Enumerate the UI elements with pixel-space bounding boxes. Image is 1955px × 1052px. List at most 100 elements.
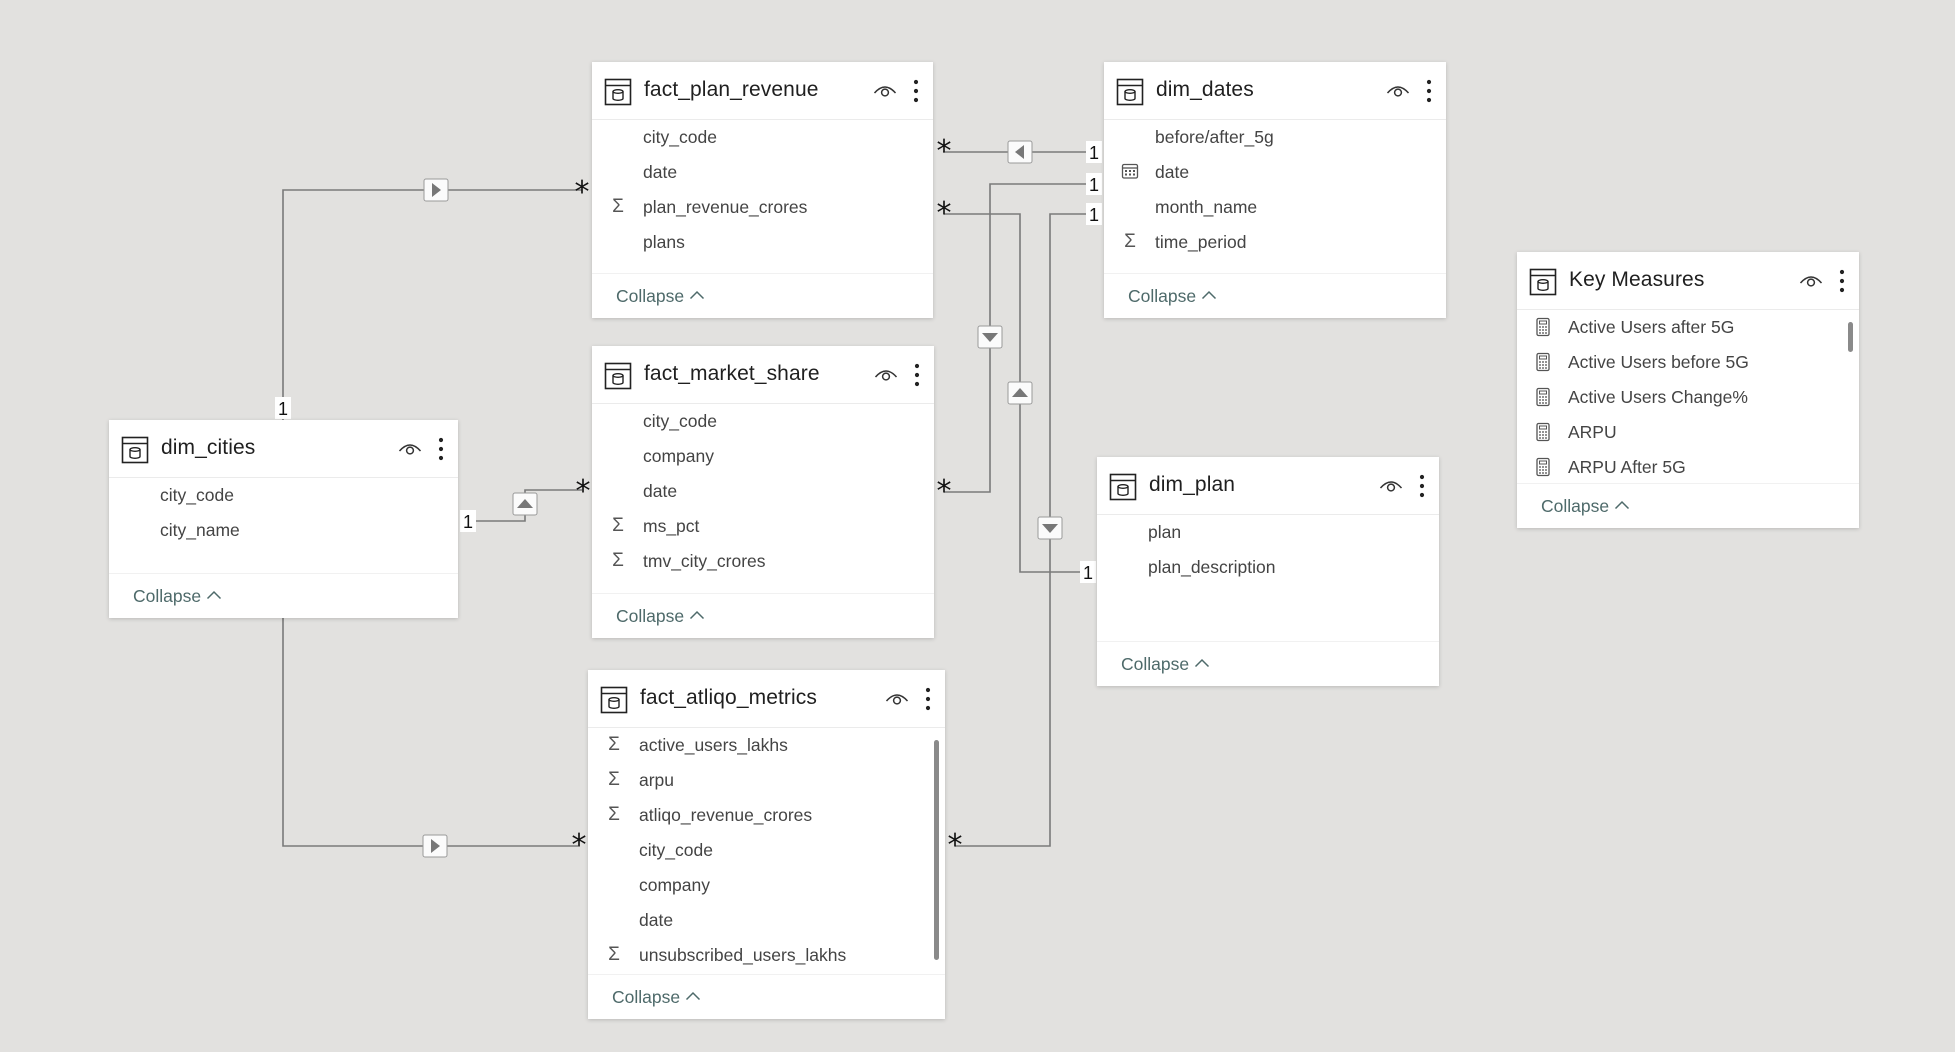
relationship-dim-dates-to-fact-market-share[interactable]: *1 — [937, 173, 1103, 509]
relationship-dim-dates-to-fact-atliqo-metrics[interactable]: *1 — [948, 203, 1103, 863]
more-options-icon[interactable] — [1417, 473, 1427, 499]
visibility-eye-icon[interactable] — [874, 366, 898, 384]
one-cardinality-label: 1 — [1083, 563, 1093, 583]
field-row[interactable]: Active Users Change% — [1517, 380, 1859, 415]
relationship-dim-dates-to-fact-plan-revenue[interactable]: *1 — [937, 134, 1103, 169]
field-row[interactable]: plans — [592, 225, 933, 260]
table-header[interactable]: fact_atliqo_metrics — [588, 670, 945, 728]
table-header[interactable]: fact_plan_revenue — [592, 62, 933, 120]
field-row[interactable]: date — [592, 155, 933, 190]
visibility-eye-icon[interactable] — [1799, 272, 1823, 290]
many-cardinality-label: * — [575, 175, 590, 210]
collapse-button[interactable]: Collapse — [1541, 494, 1630, 517]
collapse-button[interactable]: Collapse — [1128, 284, 1217, 307]
collapse-button[interactable]: Collapse — [612, 985, 701, 1008]
collapse-button[interactable]: Collapse — [133, 584, 222, 607]
sigma-icon: Σ — [612, 550, 624, 571]
table-header[interactable]: dim_dates — [1104, 62, 1446, 120]
collapse-button[interactable]: Collapse — [616, 284, 705, 307]
relationship-dim-cities-to-fact-atliqo-metrics[interactable]: * — [282, 618, 587, 863]
relationship-dim-cities-to-fact-market-share[interactable]: *1 — [460, 474, 591, 532]
field-row[interactable]: company — [588, 868, 945, 903]
more-options-icon[interactable] — [1837, 268, 1847, 294]
relationship-line[interactable] — [955, 213, 1094, 847]
collapse-label: Collapse — [133, 586, 202, 606]
collapse-label: Collapse — [612, 987, 681, 1007]
one-cardinality-label: 1 — [1089, 143, 1099, 163]
field-row[interactable]: Active Users after 5G — [1517, 310, 1859, 345]
field-row[interactable]: plan — [1097, 515, 1439, 550]
table-header[interactable]: dim_plan — [1097, 457, 1439, 515]
field-row[interactable]: date — [592, 474, 934, 509]
table-header[interactable]: fact_market_share — [592, 346, 934, 404]
table-header[interactable]: Key Measures — [1517, 252, 1859, 310]
field-row[interactable]: date — [1104, 155, 1446, 190]
calendar-icon — [1120, 162, 1140, 182]
table-header[interactable]: dim_cities — [109, 420, 458, 478]
scrollbar-thumb[interactable] — [934, 740, 939, 960]
collapse-button[interactable]: Collapse — [1121, 652, 1210, 675]
field-row[interactable]: company — [592, 439, 934, 474]
cross-filter-direction-icon — [1007, 381, 1033, 405]
field-row[interactable]: Active Users before 5G — [1517, 345, 1859, 380]
table-title: dim_cities — [161, 436, 256, 459]
field-row[interactable]: city_code — [109, 478, 458, 513]
more-options-icon[interactable] — [1424, 78, 1434, 104]
field-row[interactable]: ARPU — [1517, 415, 1859, 450]
visibility-eye-icon[interactable] — [885, 690, 909, 708]
relationship-line[interactable] — [944, 183, 1094, 493]
field-row[interactable]: city_code — [592, 120, 933, 155]
relationship-line[interactable] — [282, 618, 578, 847]
more-options-icon[interactable] — [436, 436, 446, 462]
many-cardinality-label: * — [572, 828, 587, 863]
collapse-button[interactable]: Collapse — [616, 604, 705, 627]
field-row[interactable]: plan_description — [1097, 550, 1439, 585]
more-options-icon[interactable] — [912, 362, 922, 388]
relationship-dim-plan-to-fact-plan-revenue[interactable]: *1 — [937, 196, 1097, 583]
visibility-eye-icon[interactable] — [1386, 82, 1410, 100]
field-row[interactable]: city_code — [592, 404, 934, 439]
field-row[interactable]: month_name — [1104, 190, 1446, 225]
field-row[interactable]: date — [588, 903, 945, 938]
scrollbar-thumb[interactable] — [1848, 322, 1853, 352]
more-options-icon[interactable] — [923, 686, 933, 712]
table-footer: Collapse — [1517, 483, 1859, 528]
cross-filter-direction-icon — [512, 492, 538, 516]
many-cardinality-label: * — [937, 134, 952, 169]
visibility-eye-icon[interactable] — [398, 440, 422, 458]
visibility-eye-icon[interactable] — [1379, 477, 1403, 495]
visibility-eye-icon[interactable] — [873, 82, 897, 100]
field-label: before/after_5g — [1155, 127, 1274, 147]
chevron-up-icon — [1201, 284, 1217, 300]
more-options-icon[interactable] — [911, 78, 921, 104]
field-row[interactable]: before/after_5g — [1104, 120, 1446, 155]
relationship-dim-cities-to-fact-plan-revenue[interactable]: *1 — [275, 175, 590, 420]
relationship-line[interactable] — [282, 189, 582, 420]
field-row[interactable]: city_code — [588, 833, 945, 868]
field-row[interactable]: ARPU After 5G — [1517, 450, 1859, 484]
field-row[interactable]: city_name — [109, 513, 458, 548]
